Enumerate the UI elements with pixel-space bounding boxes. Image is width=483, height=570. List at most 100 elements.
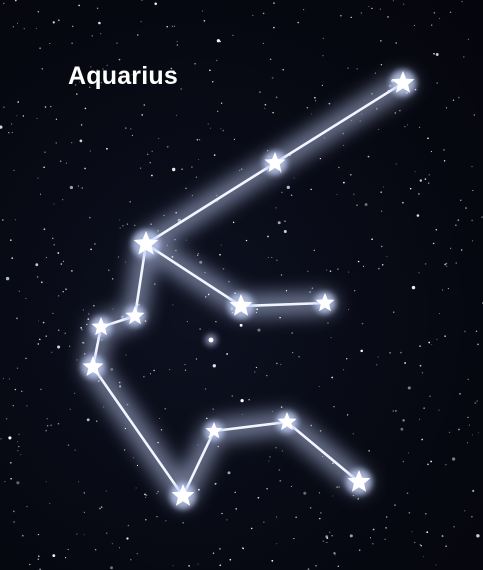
background-star	[154, 283, 156, 285]
background-star	[106, 147, 108, 150]
background-star	[118, 381, 121, 384]
background-star	[353, 193, 355, 195]
background-star	[378, 128, 380, 130]
background-star	[49, 502, 51, 504]
background-star	[380, 63, 383, 66]
background-star	[45, 429, 47, 432]
background-star	[96, 69, 99, 71]
background-star	[145, 518, 147, 521]
background-star	[143, 375, 145, 378]
constellation-star	[264, 152, 286, 172]
background-star	[441, 289, 444, 291]
background-star	[57, 252, 60, 254]
background-star	[186, 321, 188, 323]
background-star	[221, 512, 223, 515]
background-star	[182, 522, 184, 524]
background-star	[343, 181, 345, 184]
background-star	[350, 174, 352, 176]
background-star	[125, 127, 127, 129]
constellation-line	[273, 81, 405, 165]
background-star	[394, 504, 396, 506]
background-star	[118, 58, 121, 61]
constellation-line	[144, 242, 243, 308]
background-star	[176, 40, 178, 43]
background-star	[257, 496, 260, 499]
constellation-stars	[80, 69, 417, 510]
background-star	[233, 138, 235, 140]
background-star	[122, 225, 124, 227]
constellation-star	[82, 356, 104, 376]
background-star	[43, 228, 46, 231]
background-star	[17, 22, 18, 24]
background-star	[67, 548, 69, 551]
background-star	[346, 358, 348, 360]
background-star	[298, 355, 300, 358]
background-star	[226, 519, 228, 521]
background-star	[116, 42, 118, 44]
background-star	[286, 185, 290, 190]
background-star	[231, 395, 234, 397]
background-star	[212, 552, 215, 554]
background-star	[153, 369, 155, 372]
background-star	[259, 91, 261, 93]
background-star	[143, 104, 146, 106]
background-star	[37, 177, 39, 179]
background-star	[195, 176, 198, 178]
background-star	[29, 563, 31, 566]
background-star	[18, 433, 20, 436]
background-star	[52, 21, 55, 24]
background-star	[276, 259, 278, 261]
background-star	[219, 564, 222, 567]
background-star	[400, 427, 404, 431]
background-star	[20, 454, 22, 456]
background-star	[407, 386, 411, 390]
background-star	[475, 330, 478, 333]
background-star	[364, 203, 368, 206]
background-star	[281, 450, 283, 452]
background-star	[252, 14, 254, 17]
background-star	[426, 531, 429, 534]
background-star	[171, 25, 173, 27]
background-star	[35, 28, 37, 29]
background-star	[408, 512, 411, 514]
constellation-star	[347, 470, 371, 492]
background-star	[427, 463, 429, 466]
background-star	[473, 114, 475, 116]
background-star	[170, 67, 173, 70]
background-star	[18, 445, 20, 448]
background-star	[62, 198, 64, 201]
background-star	[37, 343, 40, 345]
background-star	[209, 69, 211, 72]
background-star	[14, 388, 17, 391]
background-star	[11, 132, 13, 134]
background-star	[164, 407, 167, 410]
background-star	[438, 409, 440, 411]
background-star	[36, 276, 39, 278]
background-star	[362, 265, 365, 267]
background-star	[0, 438, 2, 440]
background-star	[222, 268, 225, 270]
background-star	[466, 442, 468, 444]
background-star	[8, 436, 12, 440]
background-star	[90, 248, 93, 251]
background-star	[149, 162, 151, 164]
background-star	[277, 221, 281, 225]
background-star	[191, 194, 194, 197]
background-star	[45, 335, 47, 337]
background-star	[413, 24, 415, 26]
background-star	[467, 38, 469, 40]
background-star	[74, 449, 76, 451]
background-star	[284, 220, 286, 223]
background-star	[402, 460, 405, 463]
background-star	[255, 366, 257, 369]
background-star	[51, 351, 53, 353]
background-star	[40, 281, 43, 284]
background-star	[80, 124, 83, 126]
background-star	[216, 39, 221, 43]
background-star	[105, 532, 108, 534]
background-star	[130, 128, 132, 130]
background-star	[204, 388, 207, 390]
background-star	[9, 461, 12, 464]
background-star	[57, 19, 60, 22]
background-star	[309, 507, 312, 509]
